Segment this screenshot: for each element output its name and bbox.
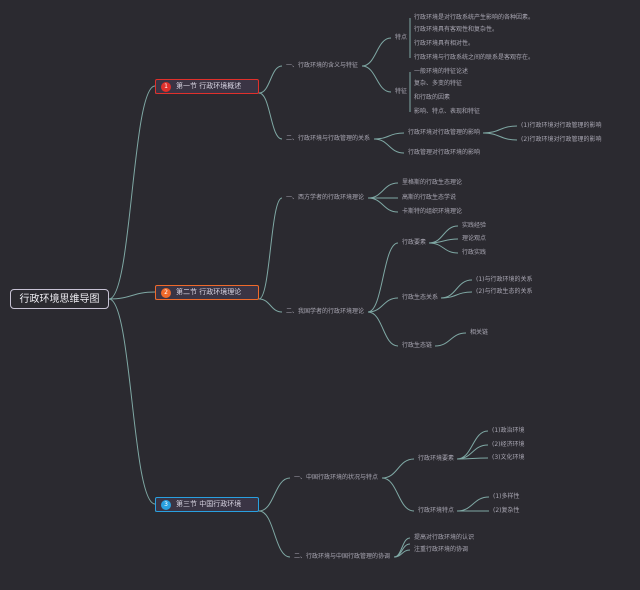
section-1-1-to-group-1 [361,37,392,67]
chapter-1-section-2-label[interactable]: 二、行政环境与行政管理的关系 [286,135,371,142]
chapter-2-number-badge: 2 [161,288,171,298]
chapter-2-node[interactable]: 2 第二节 行政环境理论 [155,285,259,300]
chapter-2-section-2-group-1-item-3[interactable]: 行政实践 [462,249,487,256]
chapter-2-to-section-1 [258,197,283,300]
chapter-3-section-2-group-1-item-1[interactable]: 提高对行政环境的认识 [414,534,475,541]
chapter-1-section-1-group-1-item-1[interactable]: 行政环境是对行政系统产生影响的各种因素。 [414,14,535,21]
chapter-3-number-badge: 3 [161,500,171,510]
chapter-2-section-2-label[interactable]: 二、我国学者的行政环境理论 [286,308,365,315]
section-2-1-to-item-1 [367,182,399,199]
chapter-2-section-2-group-1-item-2[interactable]: 理论观点 [462,235,487,242]
chapter-3-section-1-group-1-item-2[interactable]: (2)经济环境 [492,441,525,448]
chapter-3-section-1-group-2-item-1[interactable]: (1)多样性 [493,493,520,500]
chapter-2-section-1-group-1-item-3[interactable]: 卡斯特的组织环境理论 [402,208,463,215]
chapter-1-section-2-group-1-item-2[interactable]: (2)行政环境对行政管理的影响 [521,136,602,143]
chapter-1-section-1-group-2-item-2[interactable]: 复杂、多变的特征 [414,80,463,87]
chapter-1-label: 第一节 行政环境概述 [176,82,242,90]
chapter-3-section-1-group-2-label[interactable]: 行政环境特点 [418,507,455,514]
section-2-2-to-group-1 [367,242,399,313]
chapter-2-section-1-group-1-item-1[interactable]: 里格斯的行政生态理论 [402,179,463,186]
group-1-2-1-to-item-1 [482,125,518,134]
chapter-3-section-1-label[interactable]: 一、中国行政环境的状况与特点 [294,474,379,481]
chapter-1-section-1-group-2-label[interactable]: 特征 [395,88,408,95]
chapter-2-section-2-group-1-label[interactable]: 行政要素 [402,239,427,246]
chapter-2-section-1-group-1-item-2[interactable]: 高斯的行政生态学说 [402,194,457,201]
section-1-1-to-group-2 [361,65,392,93]
chapter-1-section-1-group-1-label[interactable]: 特点 [395,34,408,41]
group-2-2-3-to-item-1 [434,332,467,347]
group-2-2-2-to-item-2 [440,291,473,299]
chapter-1-section-2-group-1-item-1[interactable]: (1)行政环境对行政管理的影响 [521,122,602,129]
group-3-1-1-to-item-2 [456,444,489,460]
chapter-1-to-section-1 [258,65,283,94]
chapter-3-section-1-group-1-item-1[interactable]: (1)政治环境 [492,427,525,434]
chapter-2-section-2-group-2-item-1[interactable]: (1)与行政环境的关系 [476,276,533,283]
chapter-3-section-1-group-1-item-3[interactable]: (3)文化环境 [492,454,525,461]
group-3-1-1-to-item-1 [456,430,489,460]
group-3-1-1-to-item-3 [456,457,489,460]
chapter-1-section-1-group-2-item-1[interactable]: 一般环境的特征论述 [414,68,469,75]
chapter-2-section-2-group-1-item-1[interactable]: 实践经验 [462,222,487,229]
chapter-3-section-2-label[interactable]: 二、行政环境与中国行政管理的协调 [294,553,391,560]
group-2-2-1-to-item-3 [428,242,459,254]
group-2-2-1-to-item-1 [428,225,459,244]
chapter-1-section-1-group-1-item-4[interactable]: 行政环境与行政系统之间的联系是客观存在。 [414,54,535,61]
section-2-2-to-group-2 [367,297,399,313]
chapter-3-section-2-group-1-item-2[interactable]: 注重行政环境的协调 [414,546,469,553]
chapter-2-section-2-group-3-label[interactable]: 行政生态链 [402,342,433,349]
section-2-1-to-item-3 [367,197,399,213]
section-3-1-to-group-1 [381,458,415,479]
section-1-2-to-group-1 [373,132,405,140]
group-3-1-2-to-item-1 [456,496,490,512]
chapter-1-section-2-group-1-label[interactable]: 行政环境对行政管理的影响 [408,129,481,136]
root-to-chapter-1 [108,85,156,300]
chapter-3-section-1-group-1-label[interactable]: 行政环境要素 [418,455,455,462]
chapter-3-section-1-group-2-item-2[interactable]: (2)复杂性 [493,507,520,514]
root-to-chapter-3 [108,298,156,505]
chapter-3-to-section-2 [258,510,291,558]
group-2-2-1-to-item-2 [428,238,459,244]
section-1-2-to-group-2 [373,138,405,154]
chapter-2-section-2-group-3-item-1[interactable]: 相关链 [470,329,489,336]
chapter-3-to-section-1 [258,477,291,512]
chapter-1-section-1-group-2-item-3[interactable]: 和行政的因素 [414,94,451,101]
chapter-2-section-1-label[interactable]: 一、西方学者的行政环境理论 [286,194,365,201]
chapter-1-node[interactable]: 1 第一节 行政环境概述 [155,79,259,94]
chapter-3-node[interactable]: 3 第三节 中国行政环境 [155,497,259,512]
group-1-2-1-to-item-2 [482,132,518,141]
root-node[interactable]: 行政环境思维导图 [10,289,109,309]
chapter-1-section-1-group-2-item-4[interactable]: 影响、特点、表现和特征 [414,108,481,115]
chapter-1-number-badge: 1 [161,82,171,92]
chapter-1-section-1-label[interactable]: 一、行政环境的含义与特征 [286,62,359,69]
section-3-1-to-group-2 [381,477,415,512]
section-2-2-to-group-3 [367,311,399,347]
chapter-2-section-2-group-2-item-2[interactable]: (2)与行政生态的关系 [476,288,533,295]
root-to-chapter-2 [108,291,156,300]
chapter-2-to-section-2 [258,298,283,313]
chapter-1-to-section-2 [258,92,283,140]
chapter-1-section-1-group-1-item-2[interactable]: 行政环境具有客观性和复杂性。 [414,26,499,33]
chapter-2-section-2-group-2-label[interactable]: 行政生态关系 [402,294,439,301]
chapter-1-section-2-group-2-label[interactable]: 行政管理对行政环境的影响 [408,149,481,156]
chapter-1-section-1-group-1-item-3[interactable]: 行政环境具有相对性。 [414,40,475,47]
chapter-3-label: 第三节 中国行政环境 [176,500,242,508]
chapter-2-label: 第二节 行政环境理论 [176,288,242,296]
section-3-2-to-item-2 [393,549,411,558]
